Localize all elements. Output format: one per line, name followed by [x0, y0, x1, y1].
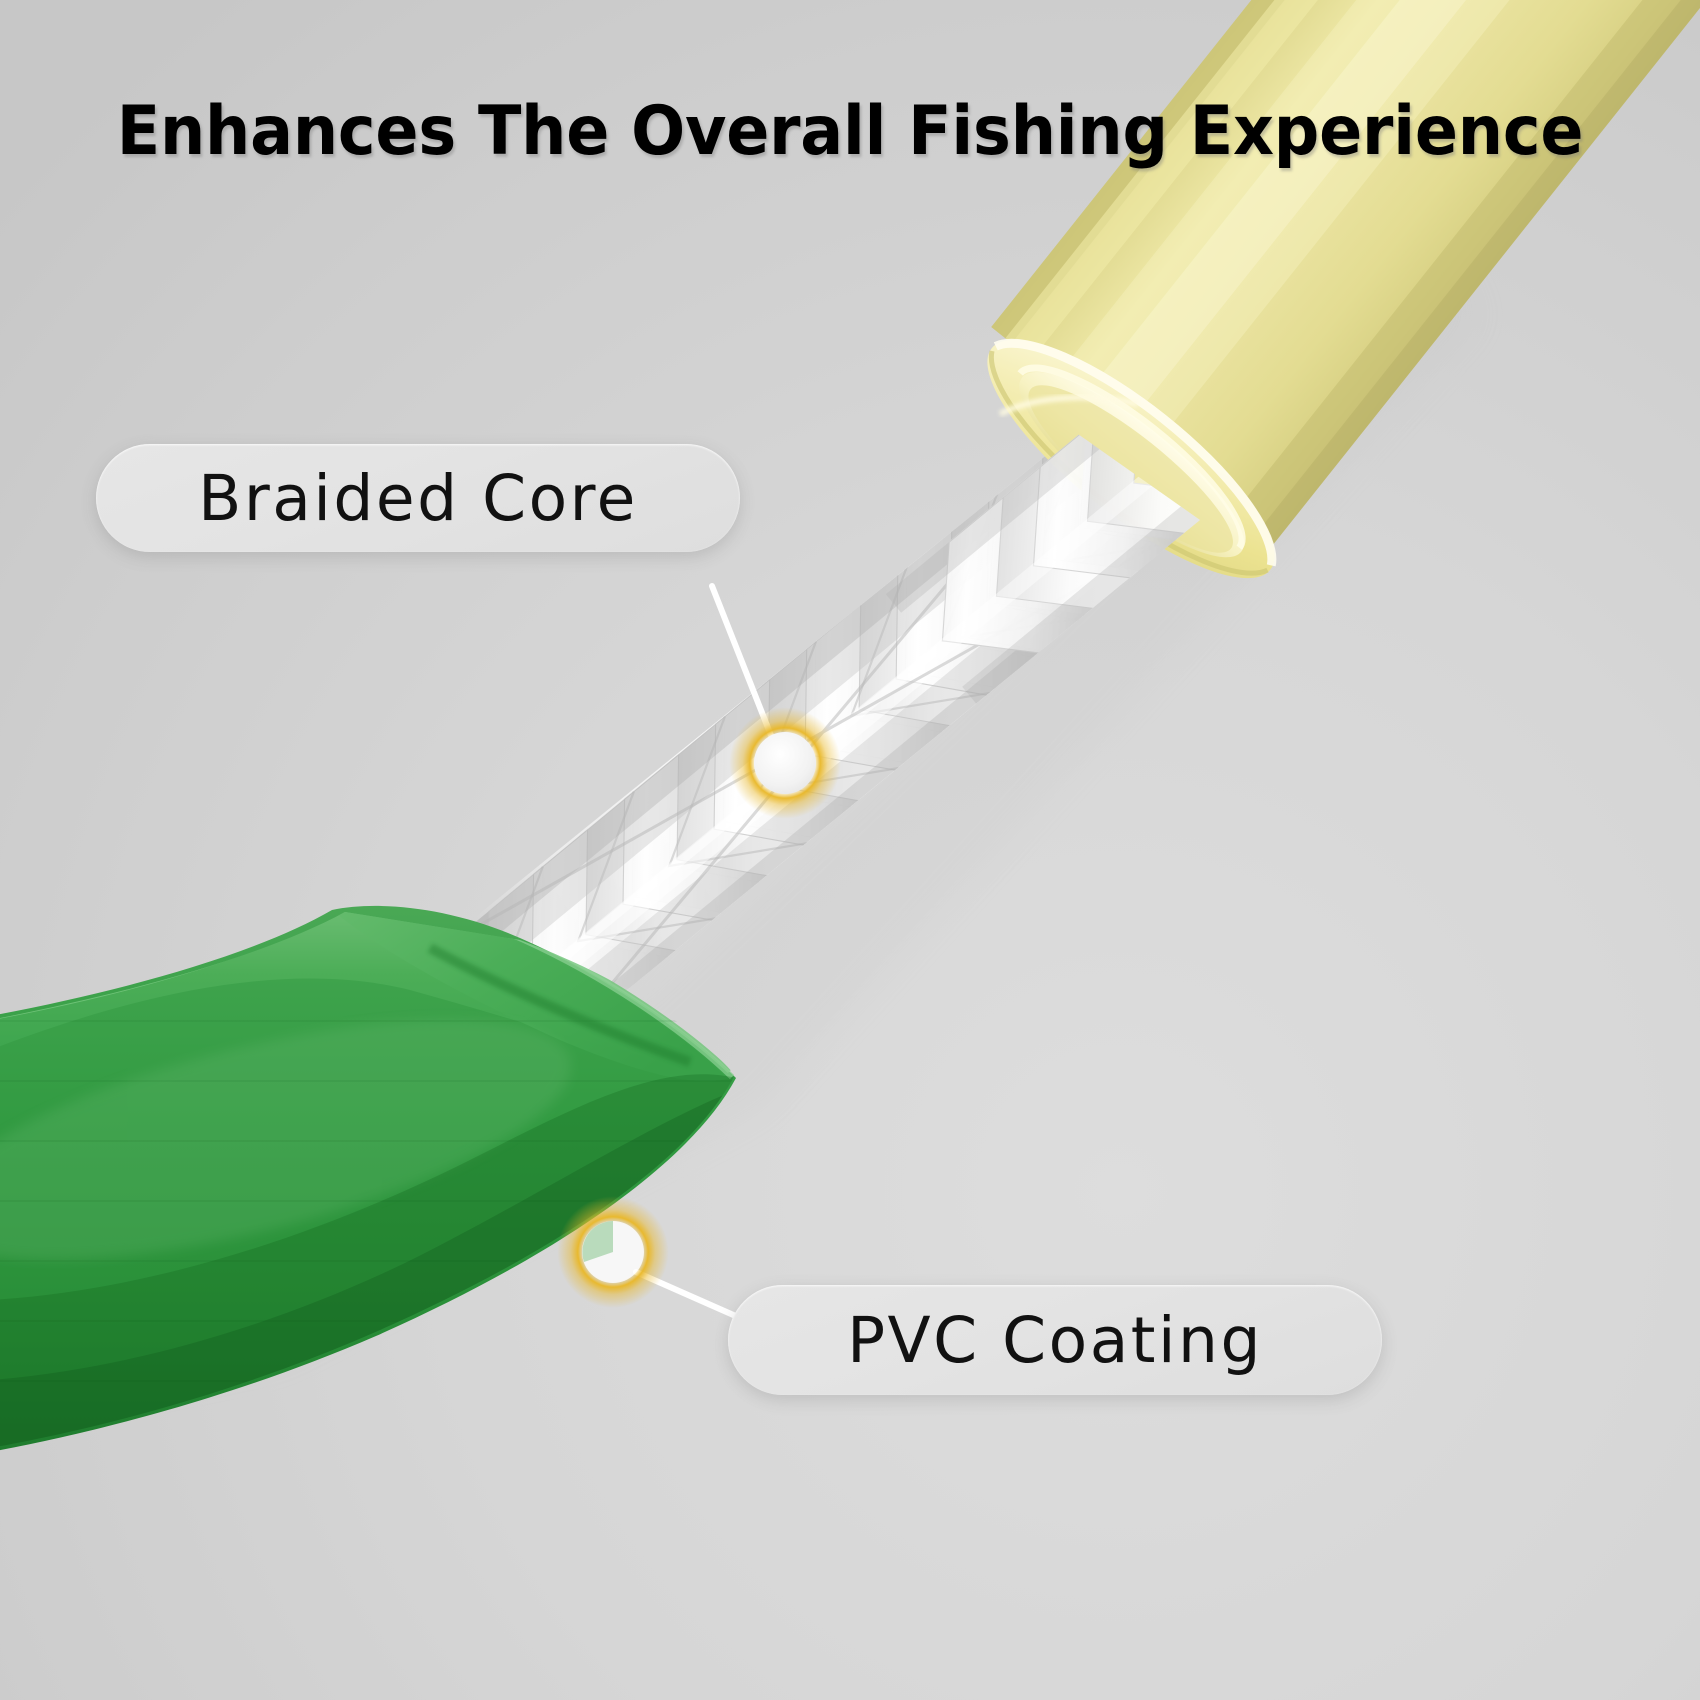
callout-label-braided-core[interactable]: Braided Core [96, 444, 740, 552]
callout-label-text: Braided Core [198, 461, 638, 535]
callout-label-pvc-coating[interactable]: PVC Coating [728, 1285, 1382, 1395]
yellow-pvc-sheath [987, 0, 1700, 579]
marker-braided-core[interactable] [729, 707, 841, 819]
callout-markers [557, 707, 841, 1308]
callout-label-text: PVC Coating [847, 1303, 1263, 1377]
marker-pvc-coating[interactable] [557, 1196, 669, 1308]
